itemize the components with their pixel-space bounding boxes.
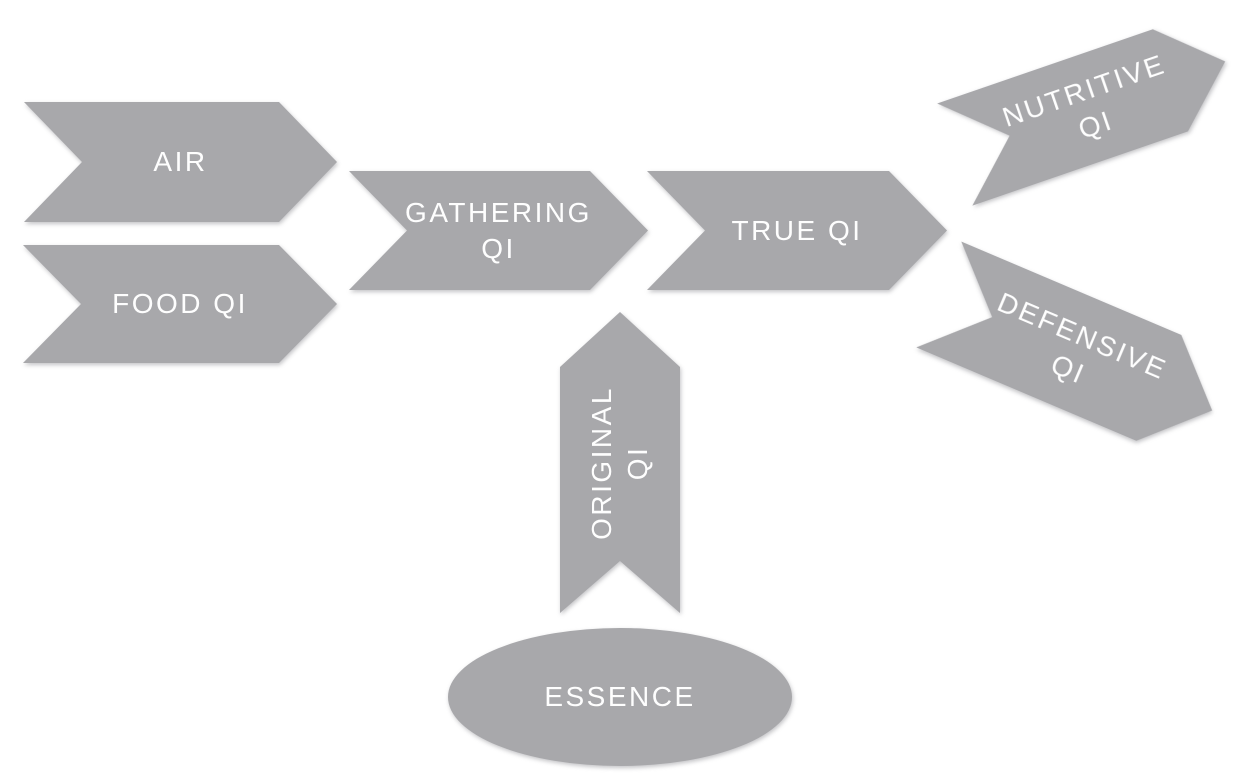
nutritive-qi-arrow-shape: NUTRITIVE QI (937, 10, 1243, 205)
defensive-qi-arrow: DEFENSIVE QI (916, 242, 1234, 464)
gathering-qi-arrow: GATHERING QI (349, 171, 648, 290)
original-qi-arrow: ORIGINAL QI (560, 312, 680, 613)
food-qi-label: FOOD QI (112, 288, 248, 319)
food-qi-arrow-shape: FOOD QI (23, 245, 337, 363)
air-arrow-shape: AIR (24, 102, 337, 222)
nutritive-qi-arrow: NUTRITIVE QI (937, 10, 1243, 205)
air-arrow: AIR (24, 102, 337, 222)
air-label: AIR (153, 146, 208, 177)
defensive-qi-arrow-shape: DEFENSIVE QI (916, 242, 1234, 464)
true-qi-label: TRUE QI (731, 214, 863, 246)
essence-ellipse: ESSENCE (448, 628, 792, 766)
original-qi-label: ORIGINAL QI (586, 385, 653, 540)
defensive-qi-label: DEFENSIVE QI (993, 285, 1173, 390)
gathering-qi-label: GATHERING QI (405, 196, 592, 264)
gathering-qi-arrow-shape: GATHERING QI (349, 171, 648, 290)
true-qi-arrow-shape: TRUE QI (647, 171, 947, 290)
original-qi-arrow-shape: ORIGINAL QI (560, 312, 680, 613)
food-qi-arrow: FOOD QI (23, 245, 337, 363)
nutritive-qi-label: NUTRITIVE QI (998, 48, 1170, 145)
essence-ellipse-shape: ESSENCE (448, 628, 792, 766)
true-qi-arrow: TRUE QI (647, 171, 947, 290)
essence-label: ESSENCE (544, 681, 696, 712)
